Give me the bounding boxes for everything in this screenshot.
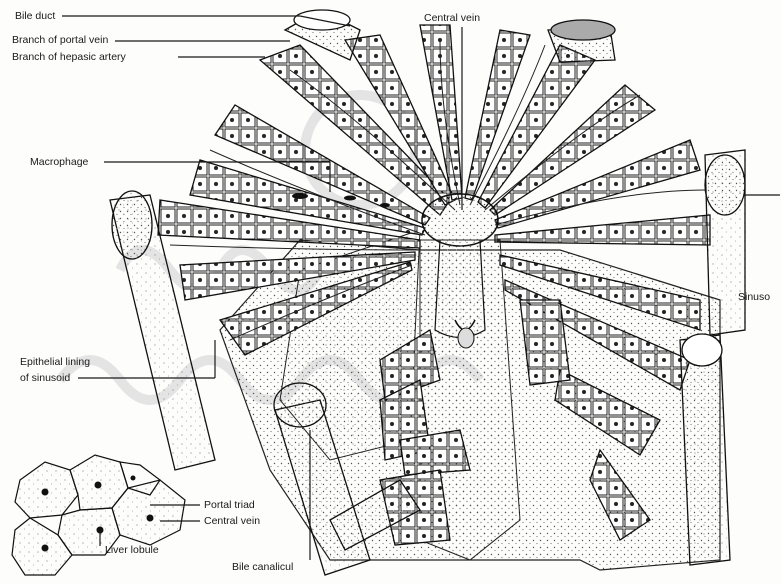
label-macrophage: Macrophage: [30, 156, 88, 168]
label-epithelial-lining-2: of sinusoid: [20, 372, 70, 384]
label-central-vein-inset: Central vein: [204, 515, 260, 527]
label-central-vein-top: Central vein: [424, 12, 480, 24]
label-bile-canaliculi: Bile canalicul: [232, 561, 293, 573]
label-bile-duct: Bile duct: [15, 10, 55, 22]
label-portal-triad: Portal triad: [204, 499, 255, 511]
label-branch-hepatic-artery: Branch of hepasic artery: [12, 51, 126, 63]
label-epithelial-lining-1: Epithelial lining: [20, 356, 90, 368]
label-branch-portal-vein: Branch of portal vein: [12, 34, 108, 46]
label-liver-lobule: Liver lobule: [105, 544, 159, 556]
label-sinusoid: Sinuso: [738, 291, 770, 303]
inset-lobule-map: [12, 455, 185, 575]
